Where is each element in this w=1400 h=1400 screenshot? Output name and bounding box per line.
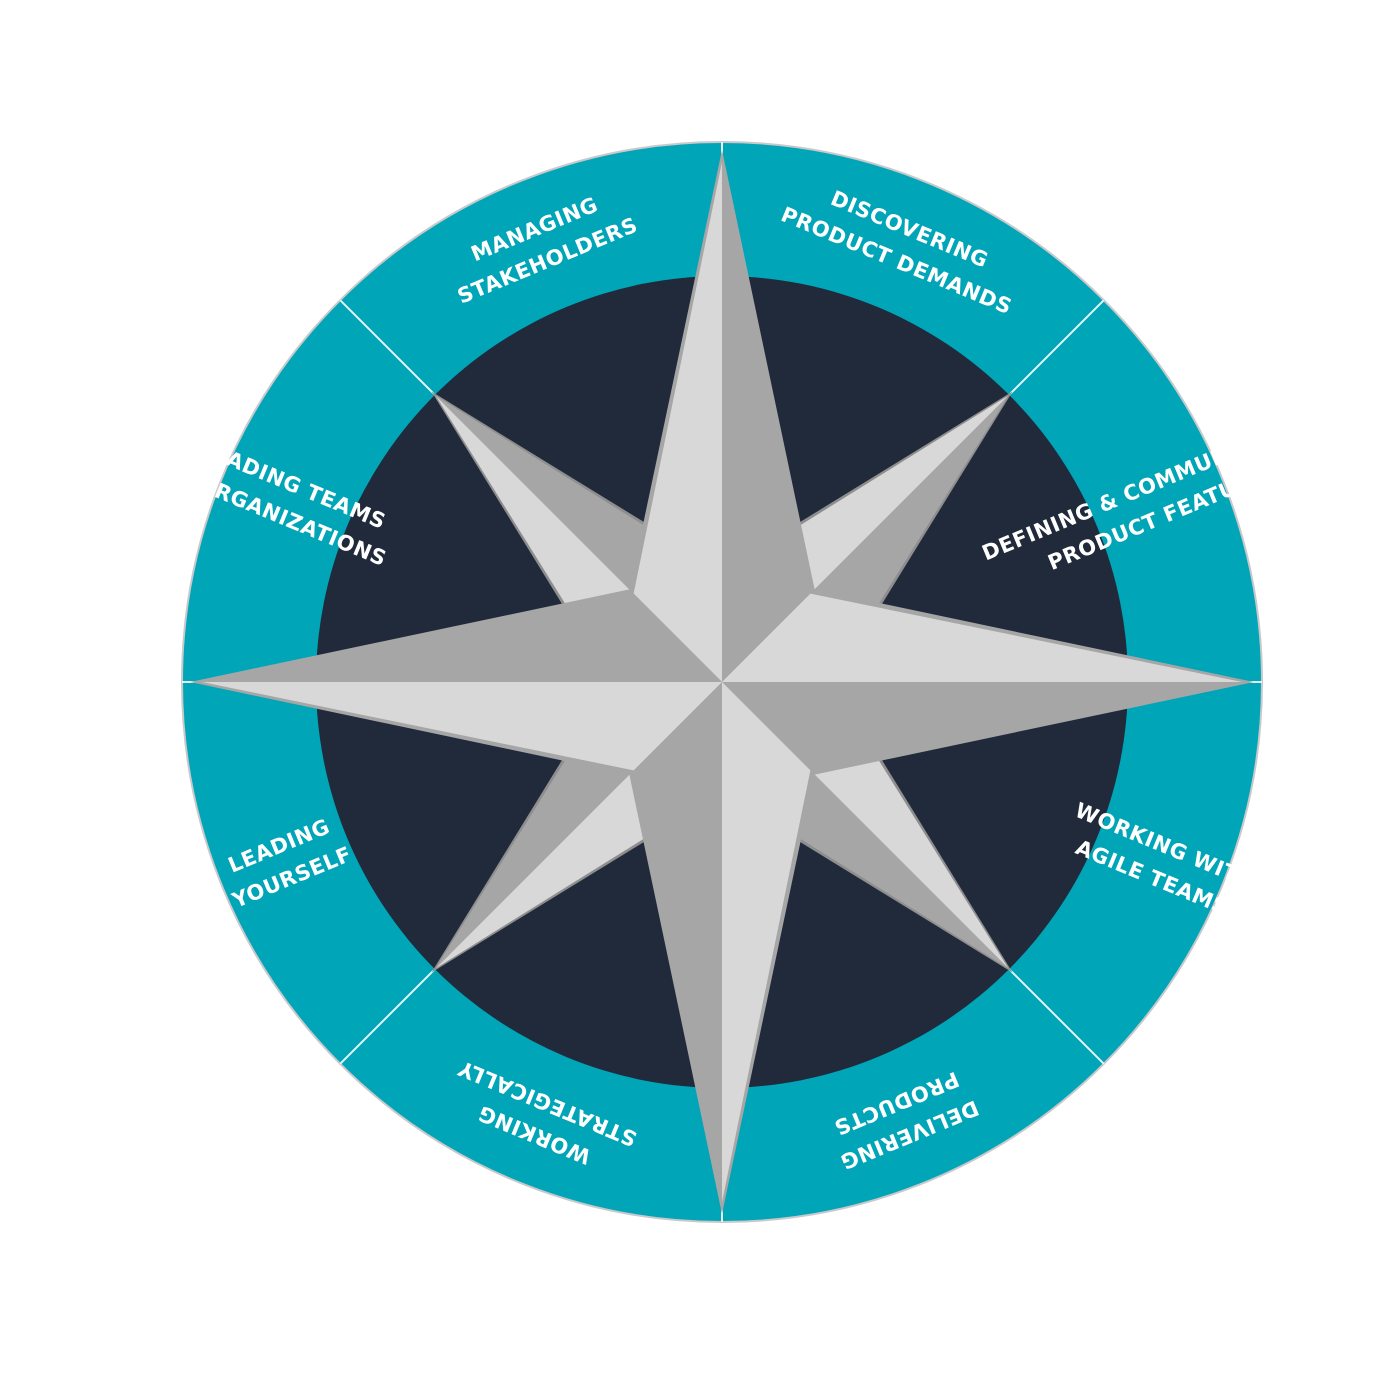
star-point-face bbox=[722, 162, 811, 682]
star-point-face bbox=[722, 682, 811, 1202]
segment-divider bbox=[339, 966, 438, 1065]
segment-divider bbox=[1006, 966, 1105, 1065]
star-point-face bbox=[722, 682, 1242, 771]
compass-rose-icon bbox=[190, 150, 1254, 1214]
star-point-face bbox=[633, 162, 722, 682]
segment-divider bbox=[1006, 299, 1105, 398]
star-point-face bbox=[202, 593, 722, 682]
star-point-face bbox=[633, 682, 722, 1202]
segment-divider bbox=[339, 299, 438, 398]
star-point-face bbox=[202, 682, 722, 771]
star-point-face bbox=[722, 593, 1242, 682]
